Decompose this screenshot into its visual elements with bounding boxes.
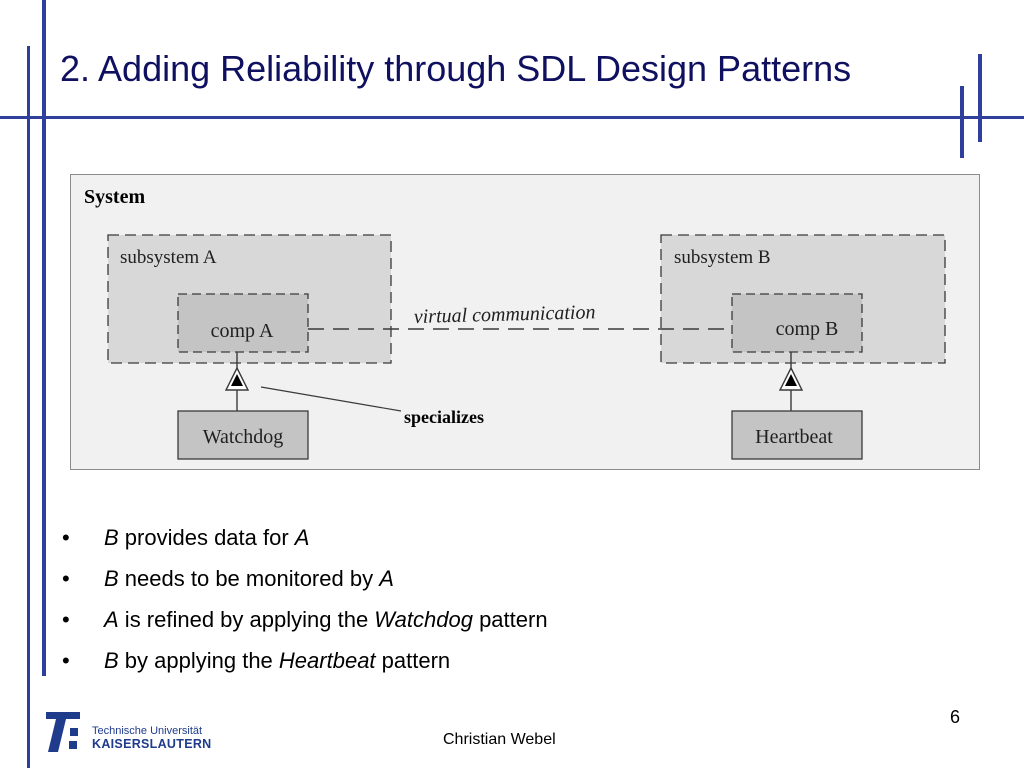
- bullet-text-part: by applying the: [118, 648, 279, 673]
- heartbeat-box: [731, 410, 863, 460]
- comp-b-box: [731, 293, 863, 353]
- header-rule: [0, 116, 1024, 119]
- bullet-text-part: Heartbeat: [278, 648, 376, 673]
- bullet-marker: •: [62, 566, 70, 591]
- bullet-marker: •: [62, 525, 70, 550]
- bullet-marker: •: [62, 607, 70, 632]
- bullet-text-part: provides data for: [118, 525, 295, 550]
- comp-a-box: [177, 293, 309, 353]
- university-name-line2: KAISERSLAUTERN: [92, 737, 212, 751]
- bullet-text-part: pattern: [375, 648, 451, 673]
- heartbeat-label: Heartbeat: [755, 426, 833, 448]
- right-accent-bar-2: [978, 54, 982, 142]
- bullet-text-part: pattern: [472, 607, 548, 632]
- bullet-text-part: B: [104, 648, 119, 673]
- bullet-marker: •: [62, 648, 70, 673]
- virtual-communication-label: virtual communication: [414, 301, 596, 328]
- slide-title: 2. Adding Reliability through SDL Design…: [60, 48, 852, 89]
- bullet-text-part: B: [104, 525, 119, 550]
- bullet-item: • B needs to be monitored by A: [62, 561, 548, 602]
- comp-b-label: comp B: [776, 318, 839, 340]
- bullet-text-part: B: [104, 566, 119, 591]
- left-accent-bar-inner: [42, 0, 46, 676]
- generalization-arrow-a-inner-icon: [231, 374, 243, 386]
- system-label: System: [84, 186, 145, 208]
- comp-a-label: comp A: [211, 320, 274, 342]
- specializes-pointer-line: [260, 386, 402, 412]
- subsystem-a-label: subsystem A: [120, 247, 217, 268]
- specializes-label: specializes: [404, 407, 484, 427]
- university-logo: Technische Universität KAISERSLAUTERN: [44, 708, 214, 754]
- bullet-text-part: A: [379, 566, 394, 591]
- bullet-item: • B provides data for A: [62, 520, 548, 561]
- page-number: 6: [950, 707, 961, 727]
- right-accent-bar-1: [960, 86, 964, 158]
- author-name: Christian Webel: [443, 731, 556, 748]
- generalization-arrow-b-inner-icon: [785, 374, 797, 386]
- watchdog-label: Watchdog: [203, 426, 284, 448]
- subsystem-b-label: subsystem B: [674, 247, 771, 268]
- bullet-text-part: Watchdog: [374, 607, 473, 632]
- watchdog-box: [177, 410, 309, 460]
- sdl-pattern-diagram: System subsystem A comp A subsystem B co…: [70, 174, 980, 470]
- bullet-item: • B by applying the Heartbeat pattern: [62, 643, 548, 684]
- bullet-text-part: A: [294, 525, 310, 550]
- bullet-list: • B provides data for A • B needs to be mon…: [62, 520, 548, 684]
- diagram-canvas: System subsystem A comp A subsystem B co…: [84, 186, 946, 460]
- university-logo-text: Technische Universität KAISERSLAUTERN: [92, 725, 211, 751]
- bullet-text-part: is refined by applying the: [118, 607, 375, 632]
- university-name-line1: Technische Universität: [92, 725, 203, 737]
- bullet-text-part: A: [104, 607, 119, 632]
- university-logo-mark-icon: [46, 712, 80, 752]
- bullet-item: • A is refined by applying the Watchdog p…: [62, 602, 548, 643]
- bullet-text-part: needs to be monitored by: [118, 566, 380, 591]
- left-accent-bar-outer: [27, 46, 30, 768]
